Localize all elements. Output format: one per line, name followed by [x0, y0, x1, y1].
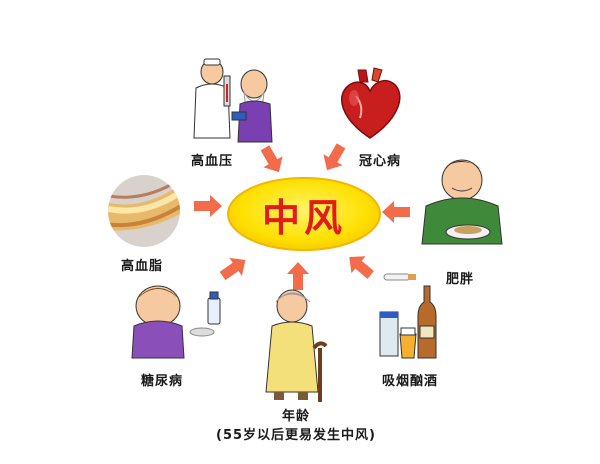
label-obesity: 肥胖 — [445, 272, 475, 287]
doctor-measuring-blood-pressure-icon — [193, 58, 273, 143]
arrow-from-age — [287, 262, 309, 290]
label-smoking-drinking: 吸烟酗酒 — [381, 374, 439, 389]
elderly-woman-with-cane-icon — [265, 289, 328, 402]
center-node: 中风 — [224, 174, 384, 254]
clogged-artery-icon — [108, 175, 180, 247]
heart-icon — [340, 67, 401, 139]
label-coronary: 冠心病 — [358, 154, 402, 169]
cigarettes-and-alcohol-icon — [379, 273, 437, 359]
arrow-from-hyperlipidemia — [194, 195, 222, 217]
label-hypertension: 高血压 — [190, 154, 234, 169]
center-oval-shape — [227, 177, 381, 251]
label-age: 年龄 — [281, 409, 311, 424]
sick-child-with-medicine-icon — [131, 285, 221, 359]
label-age-note: (55岁以后更易发生中风) — [216, 428, 376, 443]
label-hyperlipidemia: 高血脂 — [120, 259, 164, 274]
center-title: 中风 — [261, 195, 346, 240]
label-diabetes: 糖尿病 — [140, 374, 184, 389]
arrow-from-obesity — [382, 201, 410, 223]
overweight-man-eating-icon — [421, 159, 503, 245]
